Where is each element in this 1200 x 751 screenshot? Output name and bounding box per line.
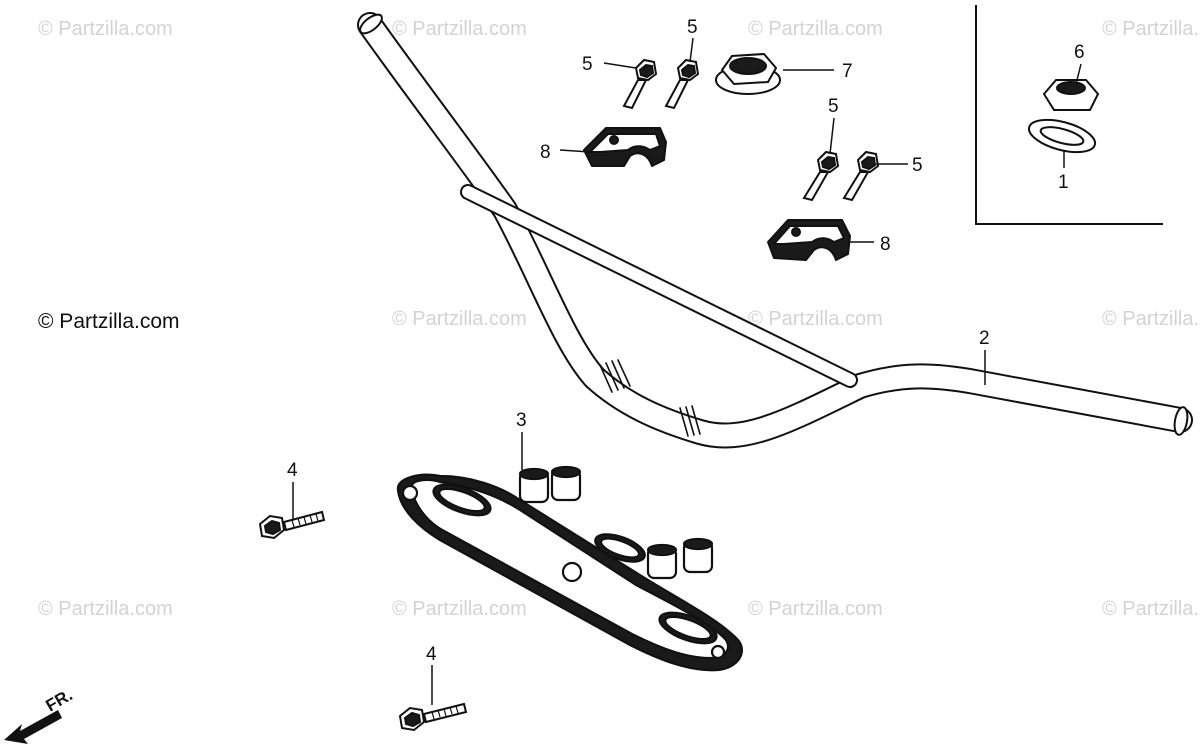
- callout-8: 8: [540, 142, 551, 163]
- watermark: © Partzilla.com: [392, 308, 527, 330]
- holder-bolt[interactable]: [622, 58, 658, 110]
- callout-5: 5: [912, 155, 923, 176]
- watermark: © Partzilla.com: [38, 18, 173, 40]
- callout-3: 3: [516, 410, 527, 431]
- watermark: © Partzilla.com: [1102, 18, 1200, 40]
- callout-4: 4: [426, 644, 437, 665]
- watermark: © Partzilla.com: [38, 598, 173, 620]
- washer[interactable]: [1026, 114, 1099, 159]
- stem-nut[interactable]: [715, 52, 781, 95]
- upper-holder[interactable]: [583, 127, 667, 167]
- handlebar-pipe[interactable]: [357, 11, 1193, 449]
- bridge-bolt[interactable]: [258, 510, 326, 540]
- watermark: © Partzilla.com: [392, 18, 527, 40]
- callout-1: 1: [1058, 172, 1069, 193]
- watermark-main: © Partzilla.com: [38, 310, 180, 333]
- callout-4: 4: [287, 460, 298, 481]
- stem-nut-inset[interactable]: [1042, 79, 1100, 111]
- callout-7: 7: [842, 61, 853, 82]
- upper-holder[interactable]: [767, 219, 851, 261]
- bridge-bolt[interactable]: [398, 702, 468, 732]
- front-direction-label: FR.: [43, 685, 76, 715]
- callout-6: 6: [1074, 42, 1085, 63]
- leader-lines: [292, 37, 1082, 705]
- holder-bolt[interactable]: [802, 150, 840, 202]
- watermark: © Partzilla.com: [748, 308, 883, 330]
- watermark: © Partzilla.com: [392, 598, 527, 620]
- callout-5: 5: [582, 54, 593, 75]
- inset-frame: [975, 5, 1163, 225]
- holder-bolt[interactable]: [664, 58, 700, 110]
- holder-bolt[interactable]: [842, 150, 880, 202]
- callout-2: 2: [979, 328, 990, 349]
- callout-5: 5: [687, 17, 698, 38]
- watermark: © Partzilla.com: [748, 598, 883, 620]
- watermark: © Partzilla.com: [748, 18, 883, 40]
- watermark: © Partzilla.com: [1102, 308, 1200, 330]
- top-bridge[interactable]: [396, 465, 743, 672]
- front-direction-arrow-icon: FR.: [4, 685, 76, 744]
- callout-5: 5: [828, 96, 839, 117]
- watermark: © Partzilla.com: [1102, 598, 1200, 620]
- callout-8: 8: [880, 234, 891, 255]
